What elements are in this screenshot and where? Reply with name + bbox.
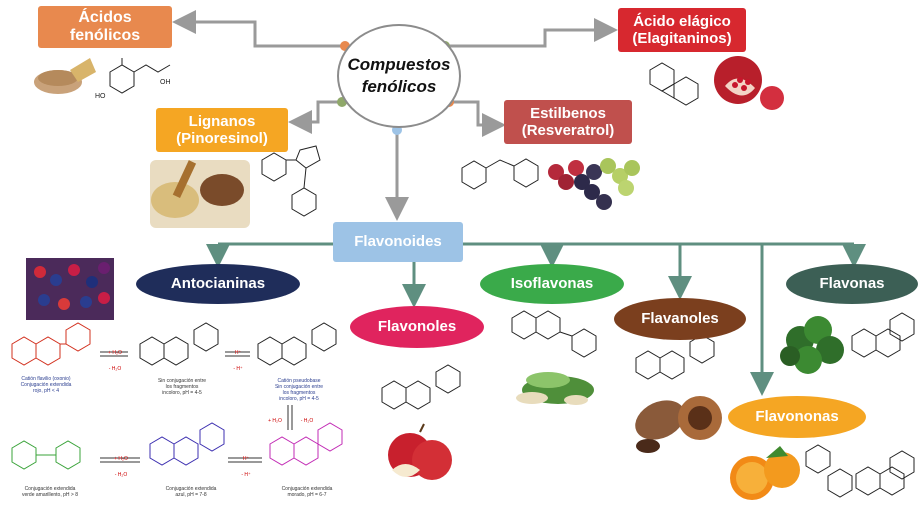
- apple-image: [388, 423, 452, 480]
- node-flavonas-label: Flavonas: [819, 275, 885, 293]
- wheat-grain-image: [34, 58, 96, 94]
- connector-lignanos: [288, 100, 342, 134]
- svg-text:HO: HO: [95, 93, 106, 100]
- berries-image: [26, 258, 114, 320]
- reaction-plus-h2o-1: + H₂O: [108, 350, 122, 356]
- center-connectors: [172, 10, 618, 221]
- caption-flavilio: Catión flavilio (oxonio) Conjugación ext…: [20, 376, 72, 394]
- node-flavanoles: Flavanoles: [614, 298, 746, 340]
- catechin-structure: [635, 334, 715, 380]
- caption-chalcona: Conjugación extendida verde amarillento,…: [21, 486, 78, 498]
- node-flavonoles-label: Flavonoles: [377, 318, 457, 336]
- orange-image: [730, 446, 800, 500]
- node-flavonoides: Flavonoides: [333, 222, 463, 262]
- ellagic-acid-structure: [649, 62, 699, 106]
- reaction-plus-h2o-2: + H₂O: [114, 456, 128, 462]
- node-acido-elagico: Ácido elágico (Elagitaninos): [618, 8, 746, 52]
- node-acido-elagico-label: Ácido elágico (Elagitaninos): [632, 12, 732, 47]
- caption-hemicetal: Sin conjugación entre los fragmentos inc…: [157, 378, 207, 396]
- pinoresinol-structure: [261, 145, 321, 217]
- node-lignanos-label: Lignanos (Pinoresinol): [176, 112, 268, 147]
- reaction-minus-h-1: - H⁺: [233, 366, 243, 372]
- node-acidos-fenolicos-label: Ácidos fenólicos: [69, 8, 141, 44]
- node-flavonas: Flavonas: [786, 264, 918, 304]
- cocoa-pod-image: [635, 396, 722, 453]
- node-flavononas-label: Flavononas: [755, 408, 839, 426]
- node-lignanos: Lignanos (Pinoresinol): [156, 108, 288, 152]
- svg-text:OH: OH: [160, 79, 171, 86]
- node-estilbenos-label: Estilbenos (Resveratrol): [521, 104, 615, 139]
- connector-elagico: [445, 18, 618, 48]
- node-antocianinas-label: Antocianinas: [170, 275, 266, 293]
- caption-pseudobase: Catión pseudobase Sin conjugación entre …: [274, 378, 324, 402]
- node-flavonoides-label: Flavonoides: [354, 233, 442, 251]
- connector-acidos: [172, 10, 345, 48]
- naringin-structure: [805, 444, 915, 498]
- flavone-structure: [851, 312, 915, 358]
- center-label: Compuestos fenólicos: [347, 54, 451, 96]
- node-isoflavonas-label: Isoflavonas: [510, 275, 594, 293]
- resveratrol-structure: [461, 158, 539, 190]
- node-acidos-fenolicos: Ácidos fenólicos: [38, 6, 172, 48]
- connector-estilbenos: [449, 100, 506, 137]
- pomegranate-image: [714, 56, 784, 110]
- node-antocianinas: Antocianinas: [136, 264, 300, 304]
- quercetin-structure: [381, 364, 461, 410]
- parsley-image: [780, 316, 844, 374]
- reaction-minus-h2o-1: - H₂O: [108, 366, 122, 372]
- sesame-flax-seeds-image: [150, 160, 250, 228]
- genistein-structure: [511, 310, 597, 358]
- reaction-minus-h-2: - H⁺: [241, 472, 251, 478]
- node-flavononas: Flavononas: [728, 396, 866, 438]
- anthocyanin-structures: [11, 322, 343, 470]
- grapes-image: [548, 158, 640, 210]
- reaction-minus-h2o-3: - H₂O: [300, 418, 314, 424]
- soybean-image: [516, 372, 594, 405]
- caption-quinoidal-morado: Conjugación extendida morado, pH = 6-7: [281, 486, 333, 498]
- reaction-plus-h-2: H⁺: [242, 456, 250, 462]
- node-isoflavonas: Isoflavonas: [480, 264, 624, 304]
- node-estilbenos: Estilbenos (Resveratrol): [504, 100, 632, 144]
- node-flavonoles: Flavonoles: [350, 306, 484, 348]
- center-node-compuestos-fenolicos: Compuestos fenólicos: [337, 24, 461, 128]
- ferulic-acid-structure: HO OH: [95, 58, 171, 100]
- flavonoid-connectors: [206, 242, 866, 396]
- node-flavanoles-label: Flavanoles: [641, 310, 719, 328]
- reaction-minus-h2o-2: - H₂O: [114, 472, 128, 478]
- reaction-plus-h-1: H⁺: [234, 350, 242, 356]
- reaction-plus-h2o-3: + H₂O: [268, 418, 282, 424]
- caption-quinoidal-azul: Conjugación extendida azul, pH = 7-8: [165, 486, 217, 498]
